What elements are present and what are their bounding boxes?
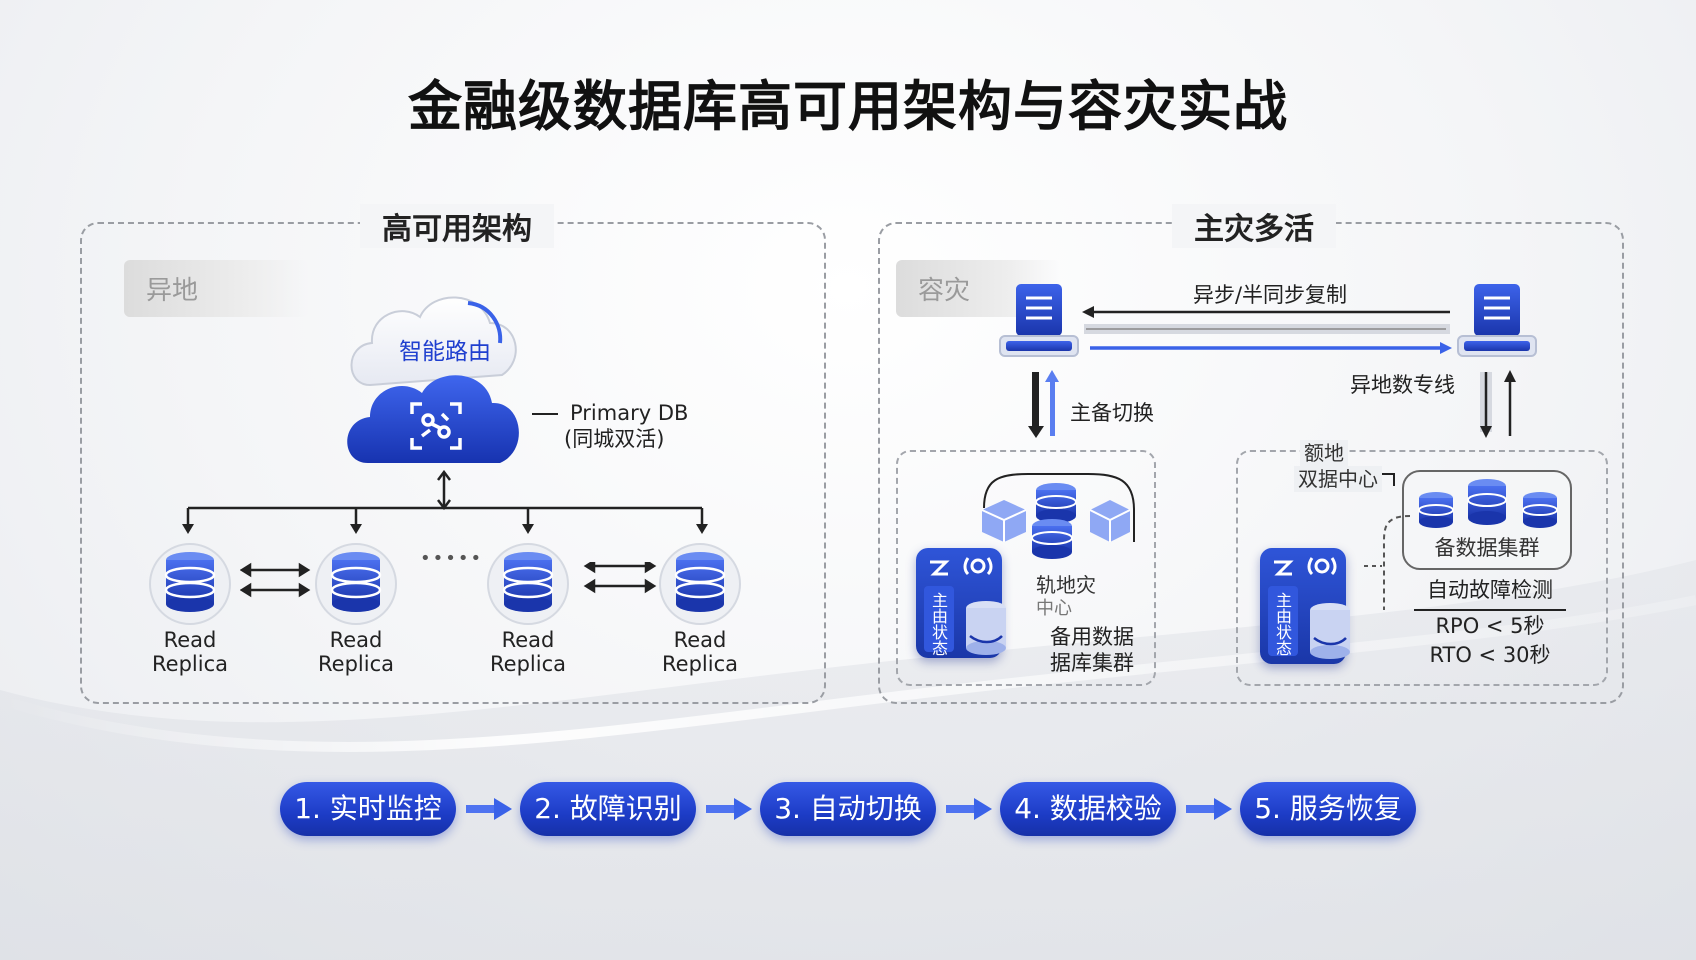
page-title: 金融级数据库高可用架构与容灾实战 xyxy=(408,75,1288,138)
backup-cluster-label: 备数据集群 xyxy=(1434,536,1540,560)
replica-label-line2: Replica xyxy=(152,652,228,676)
dr-panel-title: 主灾多活 xyxy=(1172,204,1336,248)
local-cluster-db-group xyxy=(981,473,1135,559)
step-arrow-icon xyxy=(1184,796,1234,826)
backup-cluster-db-icons xyxy=(1418,479,1558,528)
ha-architecture-panel: 高可用架构 异地 xyxy=(80,204,826,704)
rpo-label: RPO < 5秒 xyxy=(1435,614,1545,638)
replica-label-line2: Replica xyxy=(490,652,566,676)
local-dr-label-1: 轨地灾 xyxy=(1036,573,1096,597)
step-arrow-icon xyxy=(464,796,514,826)
process-step: 1. 实时监控 xyxy=(280,782,456,836)
remote-dc-label-2: 双据中心 xyxy=(1294,466,1382,492)
replica-label-line1: Read xyxy=(673,628,727,652)
status-badge-left-text: 主由状态 xyxy=(929,592,948,656)
status-badge-left-icons xyxy=(924,557,1006,655)
status-badge-right-text: 主由状态 xyxy=(1273,592,1292,656)
failover-arrows xyxy=(1028,370,1059,438)
dedicated-line-arrows xyxy=(1480,370,1516,438)
primary-leader-line xyxy=(532,413,558,415)
replica-label-line1: Read xyxy=(329,628,383,652)
replica-sync-arrows xyxy=(240,562,657,598)
local-dr-label-2: 中心 xyxy=(1036,598,1072,619)
primary-db-label: Primary DB xyxy=(570,401,689,425)
sync-replication-label: 异步/半同步复制 xyxy=(1192,283,1348,307)
remote-dc-label-1: 额地 xyxy=(1300,440,1348,466)
routing-icon xyxy=(410,402,462,450)
ha-panel-title: 高可用架构 xyxy=(360,204,554,248)
database-icon xyxy=(487,543,569,625)
dedicated-line-label: 异地数专线 xyxy=(1350,373,1455,397)
process-step: 5. 服务恢复 xyxy=(1240,782,1416,836)
replica-label-line1: Read xyxy=(501,628,555,652)
local-dr-label-3: 备用数据 xyxy=(1050,625,1134,649)
local-dr-label-4: 据库集群 xyxy=(1050,651,1134,675)
secondary-server-icon xyxy=(1457,284,1537,357)
local-dr-cluster-box xyxy=(896,450,1156,686)
detect-connector xyxy=(1364,515,1411,610)
replica-label-line2: Replica xyxy=(662,652,738,676)
database-icon xyxy=(149,543,231,625)
process-step: 2. 故障识别 xyxy=(520,782,696,836)
cloud-label: 智能路由 xyxy=(399,339,491,365)
process-step: 3. 自动切换 xyxy=(760,782,936,836)
step-arrow-icon xyxy=(944,796,994,826)
step-arrow-icon xyxy=(704,796,754,826)
remote-tag: 异地 xyxy=(124,260,308,317)
replica-label-line2: Replica xyxy=(318,652,394,676)
replication-channel xyxy=(1082,306,1452,354)
replica-connectors xyxy=(182,470,708,534)
auto-detect-label: 自动故障检测 xyxy=(1427,578,1553,602)
database-icon xyxy=(659,543,741,625)
database-icon xyxy=(315,543,397,625)
auto-detect-divider xyxy=(1414,609,1566,611)
primary-server-icon xyxy=(999,284,1079,357)
process-step: 4. 数据校验 xyxy=(1000,782,1176,836)
replica-label-line1: Read xyxy=(163,628,217,652)
rto-label: RTO < 30秒 xyxy=(1429,643,1551,667)
remote-dc-bracket xyxy=(1382,473,1395,486)
replica-ellipsis: ••••• xyxy=(420,548,484,569)
primary-db-sub-label: (同城双活) xyxy=(564,427,665,451)
status-badge-right-icons xyxy=(1268,557,1350,659)
failover-label: 主备切换 xyxy=(1070,401,1154,425)
remote-dr-center-box xyxy=(1236,450,1608,686)
